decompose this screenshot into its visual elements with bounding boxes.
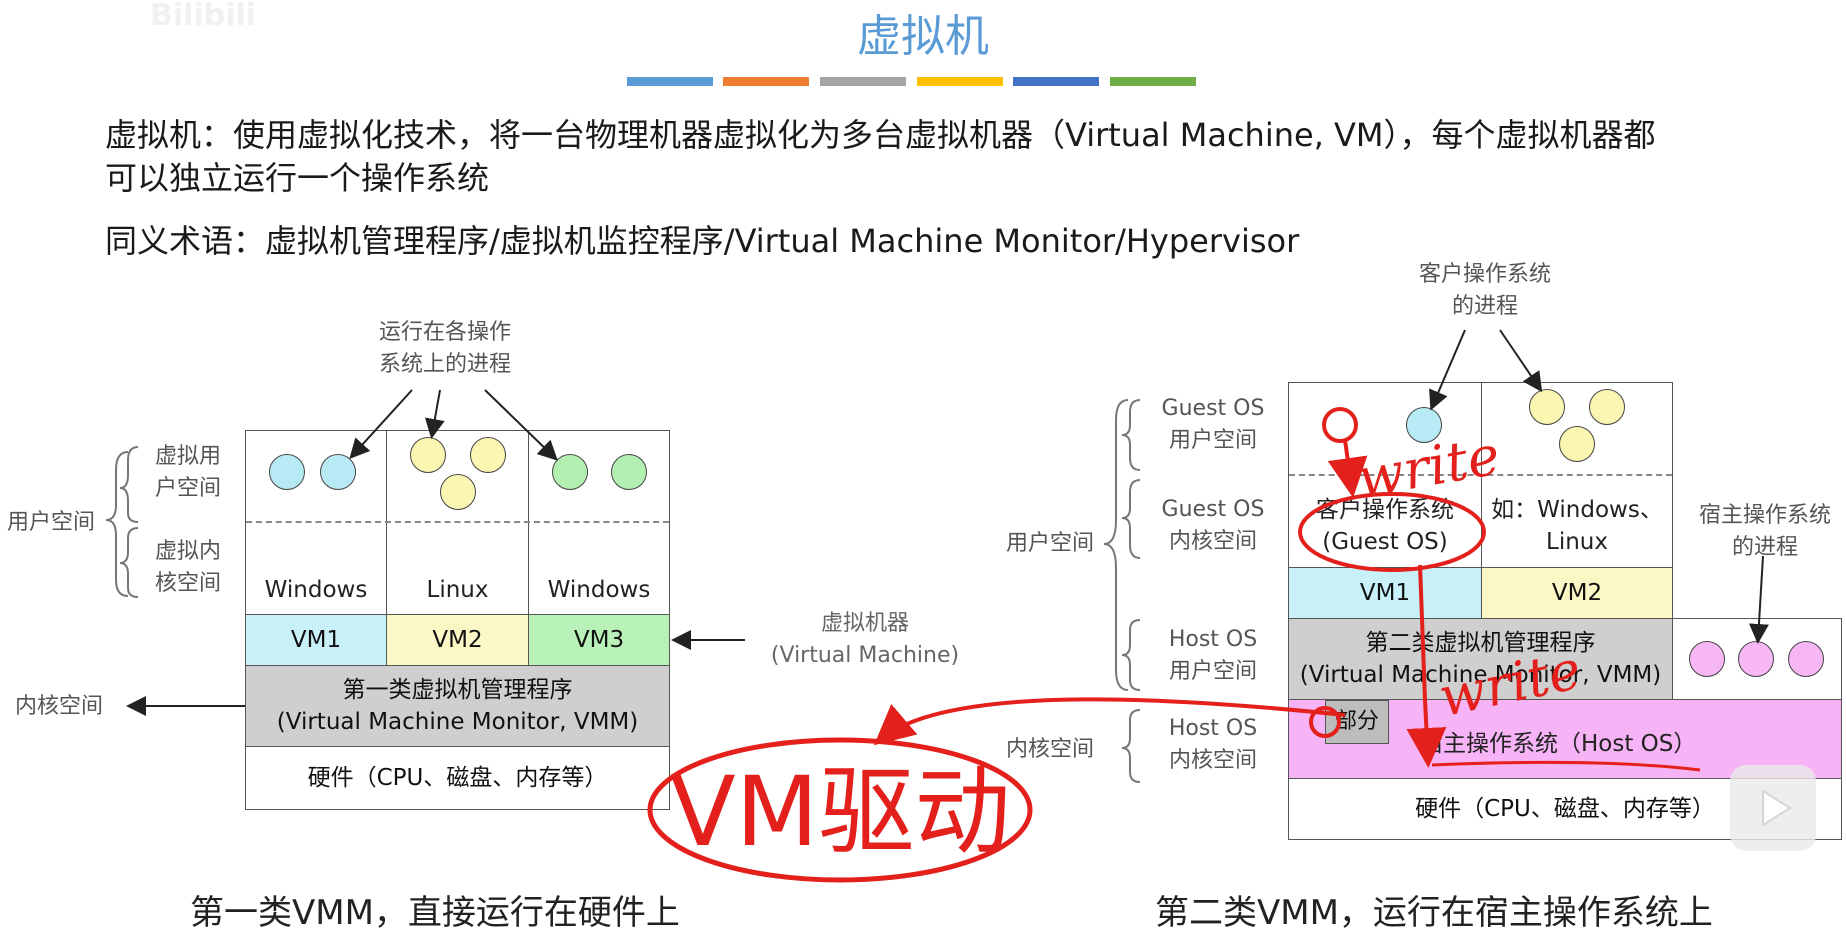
guest-user-space-label: Guest OS 用户空间 <box>1161 396 1265 453</box>
vm1-box-right: VM1 <box>1288 567 1482 619</box>
vm3-box: VM3 <box>528 614 670 666</box>
watermark: Bilibili <box>150 0 257 33</box>
arrow-to-process <box>349 389 413 459</box>
process-circle <box>320 454 356 490</box>
host-user-space-label: Host OS 用户空间 <box>1168 627 1258 684</box>
arrow-to-process <box>484 389 558 461</box>
color-bar-2 <box>723 77 809 86</box>
type2-vmm-box: 第二类虚拟机管理程序 (Virtual Machine Monitor, VMM… <box>1288 618 1673 700</box>
guest-os-example-label: 如：Windows、 Linux <box>1491 497 1663 555</box>
process-circle <box>1589 389 1625 425</box>
virtual-kernel-space-label: 虚拟内 核空间 <box>154 539 221 596</box>
color-bar-1 <box>627 77 713 86</box>
guest-process-label: 客户操作系统 的进程 <box>1418 262 1551 319</box>
vm2-box: VM2 <box>386 614 529 666</box>
guest-user-kernel-divider <box>1289 474 1672 476</box>
process-circle <box>1689 641 1725 677</box>
caption-type1: 第一类VMM，直接运行在硬件上 <box>190 893 680 933</box>
os-label-windows-2: Windows <box>547 577 651 603</box>
hardware-box-left: 硬件（CPU、磁盘、内存等） <box>245 746 670 810</box>
page-title: 虚拟机 <box>857 11 989 62</box>
user-space-label-right: 用户空间 <box>1005 531 1094 556</box>
user-space-label: 用户空间 <box>6 510 95 535</box>
ink-underline-host-os <box>1431 760 1701 772</box>
brace-host-kernel <box>1121 709 1141 783</box>
ink-arrow-down <box>1327 439 1368 498</box>
synonyms: 同义术语：虚拟机管理程序/虚拟机监控程序/Virtual Machine Mon… <box>105 222 1300 260</box>
virtual-user-space-label: 虚拟用 户空间 <box>154 444 221 501</box>
definition-line-1: 虚拟机：使用虚拟化技术，将一台物理机器虚拟化为多台虚拟机器（Virtual Ma… <box>105 116 1656 154</box>
brace-guest-user <box>1121 399 1141 471</box>
ink-write-2: write <box>1433 638 1586 729</box>
ink-write-1: write <box>1353 423 1505 510</box>
guest-os-label: 客户操作系统 (Guest OS) <box>1316 497 1454 555</box>
os-label-linux: Linux <box>426 577 489 603</box>
kernel-space-label: 内核空间 <box>14 694 103 719</box>
ink-line-to-driver <box>873 697 1346 746</box>
arrow-to-process <box>424 389 445 439</box>
host-kernel-space-label: Host OS 内核空间 <box>1168 716 1258 773</box>
process-circle <box>611 454 647 490</box>
process-label: 运行在各操作 系统上的进程 <box>378 320 511 377</box>
os-label-windows-1: Windows <box>264 577 368 603</box>
definition-line-2: 可以独立运行一个操作系统 <box>105 159 490 197</box>
brace-host-user <box>1121 619 1141 691</box>
color-bar-6 <box>1110 77 1196 86</box>
process-circle <box>269 454 305 490</box>
type1-vmm-box: 第一类虚拟机管理程序 (Virtual Machine Monitor, VMM… <box>245 665 670 747</box>
process-circle <box>1788 641 1824 677</box>
play-button[interactable] <box>1730 765 1816 851</box>
kernel-space-label-right: 内核空间 <box>1005 737 1094 762</box>
ink-circle-process <box>1322 407 1358 443</box>
ink-circle-vm-driver <box>647 737 1033 883</box>
process-circle <box>1406 407 1442 443</box>
arrow-to-host-process <box>1748 555 1769 644</box>
user-kernel-divider <box>246 521 669 523</box>
brace-guest-kernel <box>1121 479 1141 559</box>
ink-vm-driver: VM驱动 <box>670 756 1011 868</box>
arrow-to-guest-process <box>1499 329 1543 393</box>
color-bar-4 <box>917 77 1003 86</box>
process-circle <box>1559 426 1595 462</box>
arrow-to-guest-process <box>1429 329 1466 411</box>
process-circle <box>1738 641 1774 677</box>
vm1-box: VM1 <box>245 614 387 666</box>
brace-virtual-kernel <box>119 527 139 598</box>
brace-user-space-right <box>1103 399 1129 691</box>
process-circle <box>552 454 588 490</box>
host-os-label: 宿主操作系统（Host OS） <box>1420 731 1697 757</box>
ink-circle-part <box>1309 706 1341 738</box>
ink-arrow-down-2 <box>1406 564 1447 768</box>
process-circle <box>440 474 476 510</box>
virtual-machine-label: 虚拟机器 (Virtual Machine) <box>770 611 960 668</box>
brace-user-space <box>105 451 129 597</box>
process-circle <box>1529 389 1565 425</box>
ink-circle-guest-os <box>1298 492 1486 572</box>
play-icon <box>1762 789 1792 827</box>
host-process-label: 宿主操作系统 的进程 <box>1698 503 1831 560</box>
caption-type2: 第二类VMM，运行在宿主操作系统上 <box>1155 893 1713 933</box>
color-bar-5 <box>1013 77 1099 86</box>
process-circle <box>410 437 446 473</box>
guest-kernel-space-label: Guest OS 内核空间 <box>1161 497 1265 554</box>
part-box: 部分 <box>1325 700 1389 744</box>
color-bar-3 <box>820 77 906 86</box>
brace-virtual-user <box>119 446 139 523</box>
process-circle <box>470 437 506 473</box>
